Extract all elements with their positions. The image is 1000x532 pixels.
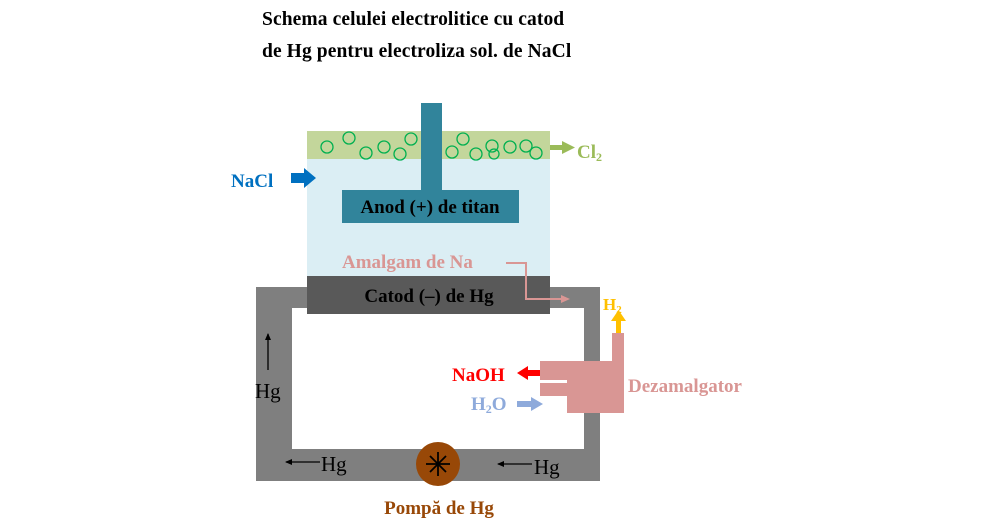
bubble	[503, 140, 517, 154]
chlorine-bubbles	[320, 131, 543, 161]
h2-subscript: 2	[616, 304, 622, 316]
bubble	[469, 147, 483, 161]
h2o-label: H2O	[471, 394, 507, 416]
diagram-title-line-2: de Hg pentru electroliza sol. de NaCl	[262, 41, 572, 62]
nacl-label: NaCl	[231, 171, 273, 192]
cathode-label: Catod (–) de Hg	[364, 286, 494, 307]
bubble	[377, 140, 391, 154]
cathode-block	[307, 276, 550, 314]
cl2-arrow	[550, 141, 575, 154]
h2o-subscript: 2	[486, 402, 492, 416]
cl2-main-text: Cl	[577, 142, 596, 163]
dezamalgator-vessel	[540, 333, 624, 413]
cl2-subscript: 2	[596, 150, 602, 164]
bubble	[445, 145, 459, 159]
hg-bottom-left-label: Hg	[321, 452, 347, 476]
bubble	[485, 139, 499, 153]
anode-plate	[342, 190, 519, 223]
bubble	[342, 131, 356, 145]
cl2-label: Cl2	[577, 142, 602, 164]
hg-left-label: Hg	[255, 379, 281, 403]
bubble	[320, 140, 334, 154]
bubble	[519, 139, 533, 153]
nacl-arrow	[291, 168, 316, 188]
h2-arrow	[611, 310, 626, 333]
pump-label: Pompă de Hg	[384, 498, 494, 519]
dezamalgator-label: Dezamalgator	[628, 376, 743, 397]
naoh-arrow	[517, 366, 540, 380]
bubble	[404, 132, 418, 146]
h2-label: H2	[603, 295, 622, 316]
bubble	[488, 148, 500, 160]
h2-main-text: H	[603, 295, 616, 314]
hg-bottom-right-label: Hg	[534, 455, 560, 479]
diagram-title-line-1: Schema celulei electrolitice cu catod	[262, 9, 565, 30]
mercury-pump	[416, 442, 460, 486]
anode-label: Anod (+) de titan	[360, 197, 500, 218]
bubble	[393, 147, 407, 161]
amalgam-arrow	[506, 262, 570, 303]
h2o-h-text: H	[471, 394, 486, 415]
bubble	[359, 146, 373, 160]
bubble	[456, 132, 470, 146]
amalgam-label: Amalgam de Na	[342, 252, 473, 273]
h2o-o-text: O	[492, 394, 507, 415]
naoh-label: NaOH	[452, 365, 505, 386]
h2o-arrow	[517, 397, 543, 411]
anode-rod	[421, 103, 442, 191]
bubble	[529, 146, 543, 160]
